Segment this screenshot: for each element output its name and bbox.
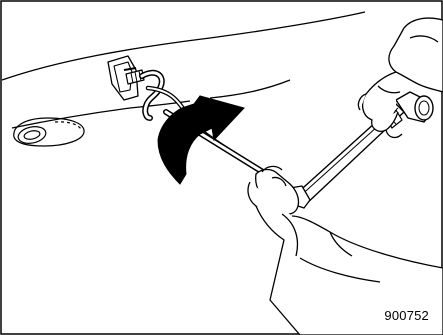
fog-lamp bbox=[14, 118, 84, 146]
wheel-nut-wrench-icon bbox=[290, 92, 433, 208]
curved-rotation-arrow-icon bbox=[158, 96, 244, 184]
figure-code: 900752 bbox=[384, 308, 429, 323]
